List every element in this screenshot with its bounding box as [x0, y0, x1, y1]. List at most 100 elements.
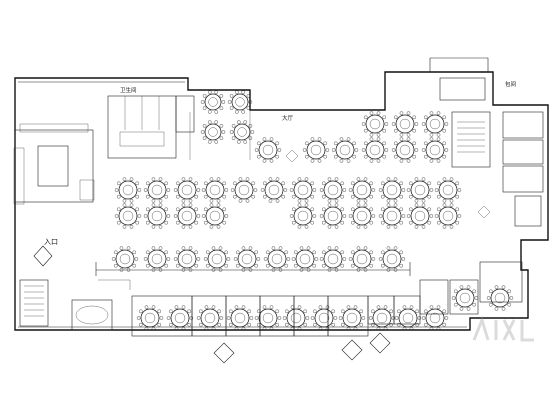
chair [306, 246, 311, 250]
table [352, 206, 372, 226]
chair [202, 106, 207, 110]
chair [327, 203, 332, 207]
chair [393, 141, 398, 146]
chair [369, 159, 374, 163]
chair [151, 199, 156, 203]
chair [188, 268, 193, 272]
chair [202, 124, 207, 128]
chair [380, 207, 385, 212]
kitchen-block [13, 123, 95, 205]
chair [342, 214, 347, 218]
chair [449, 203, 454, 207]
chair [408, 181, 413, 186]
chair [175, 194, 180, 199]
chair [393, 199, 398, 203]
chair [181, 225, 186, 229]
table [231, 93, 249, 111]
chair [202, 136, 207, 140]
chair [196, 316, 201, 320]
chair [417, 316, 422, 320]
chair [304, 154, 309, 159]
chair [216, 199, 221, 203]
chair [207, 90, 212, 94]
chair [269, 159, 274, 163]
chair [151, 268, 156, 272]
chair [378, 214, 383, 218]
table [234, 180, 254, 200]
chair [321, 181, 326, 186]
table-top [327, 210, 339, 222]
chair [369, 250, 374, 255]
chair [211, 305, 216, 309]
chair [346, 327, 351, 331]
chair [421, 122, 426, 126]
chair [370, 309, 375, 314]
chair [449, 177, 454, 181]
table [230, 308, 250, 328]
chair [168, 322, 173, 327]
chair [207, 110, 212, 114]
chair [194, 194, 199, 199]
chair [310, 316, 315, 320]
chair [293, 263, 298, 268]
chair [187, 322, 192, 327]
chair [303, 322, 308, 327]
chair [214, 140, 219, 144]
table [115, 249, 135, 269]
chair [393, 225, 398, 229]
chair [310, 181, 315, 186]
table [395, 114, 415, 134]
chair [278, 246, 283, 250]
chair [284, 250, 289, 255]
table-top [119, 253, 131, 265]
chair [369, 111, 374, 115]
chair [114, 188, 119, 192]
chair [214, 120, 219, 124]
table [204, 93, 222, 111]
chair [269, 305, 274, 309]
chair [384, 148, 389, 152]
chair [340, 322, 345, 327]
chair [232, 194, 237, 199]
chair [175, 181, 180, 186]
chair [196, 188, 201, 192]
table [323, 206, 343, 226]
chair [114, 214, 119, 218]
chair [333, 141, 338, 146]
table [286, 308, 306, 328]
chair [501, 285, 506, 289]
chair [380, 250, 385, 255]
chair [376, 305, 381, 309]
table [207, 249, 227, 269]
chair [356, 268, 361, 272]
chair [386, 203, 391, 207]
chair [209, 203, 214, 207]
chair [393, 246, 398, 250]
chair [449, 225, 454, 229]
chair [205, 250, 210, 255]
chair [449, 199, 454, 203]
chair [198, 309, 203, 314]
chair [241, 305, 246, 309]
chair [318, 327, 323, 331]
chair [509, 296, 514, 300]
chair [151, 225, 156, 229]
right-private-rooms [502, 111, 544, 227]
chair [284, 322, 289, 327]
chair [224, 188, 229, 192]
chair [211, 268, 216, 272]
table-top [356, 253, 368, 265]
chair [297, 305, 302, 309]
table-top [369, 144, 381, 156]
table-top [211, 253, 223, 265]
chair [399, 207, 404, 212]
chair [383, 327, 388, 331]
chair [211, 327, 216, 331]
chair [423, 115, 428, 120]
chair [444, 148, 449, 152]
chair [378, 188, 383, 192]
chair [209, 225, 214, 229]
chair [299, 246, 304, 250]
chair [442, 115, 447, 120]
